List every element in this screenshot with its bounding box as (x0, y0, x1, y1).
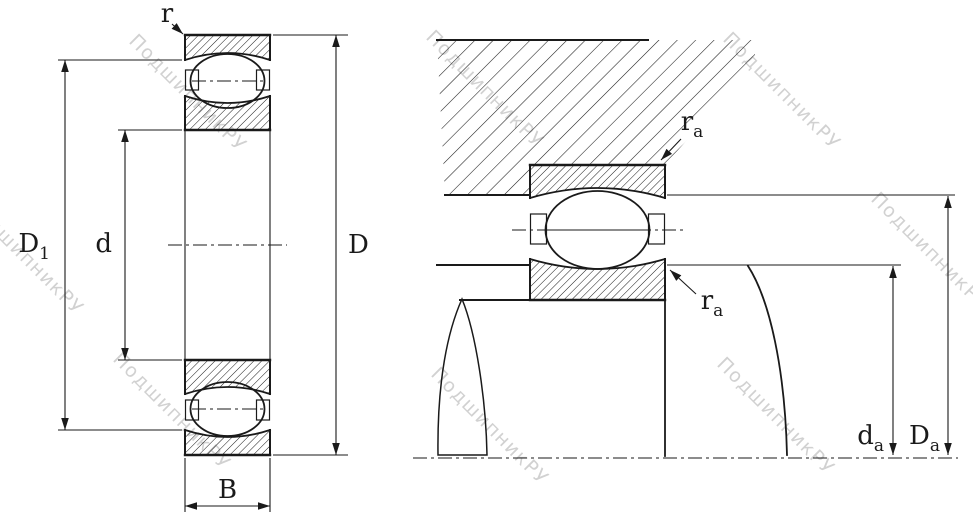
dimension-Da: Da (909, 196, 952, 456)
label-r: r (161, 0, 174, 29)
dimension-B: B (184, 458, 271, 512)
shaft-shoulder-broken-section (437, 297, 488, 456)
label-ra-top: ra (681, 107, 704, 142)
cage-section-right (647, 213, 666, 245)
barrel-roller-top (184, 53, 271, 109)
leader-ra-bottom (669, 269, 697, 295)
label-Da: Da (909, 421, 940, 456)
label-ra-bottom: ra (701, 286, 724, 321)
cage-section-right (255, 399, 271, 421)
label-D: D (348, 230, 369, 260)
inner-ring-bottom-section (183, 358, 272, 396)
fillet-ra-bottom: ra (669, 269, 724, 321)
outer-ring-hatch (185, 430, 270, 455)
outer-ring-hatch (185, 35, 270, 60)
inner-ring-hatch (185, 360, 270, 394)
dimension-d: d (95, 129, 182, 361)
label-B: B (218, 475, 237, 505)
inner-ring-section (528, 257, 667, 302)
outer-raceway-arc (183, 52, 272, 62)
watermark-text: ПодшипникРУ (426, 363, 553, 490)
inner-ring-hatch (530, 259, 665, 300)
barrel-roller-bottom (184, 381, 271, 437)
outer-ring-bottom-section (183, 428, 272, 457)
left-view-bearing-section: r D1 d D B (18, 0, 369, 512)
cage-section-left (184, 399, 200, 421)
fillet-ra-top: ra (660, 107, 704, 161)
outer-ring-top-section (183, 33, 272, 62)
outer-raceway-arc (183, 428, 272, 438)
cage-section-right (255, 69, 271, 91)
roller-body (189, 381, 266, 437)
inner-raceway-arc (183, 94, 272, 104)
watermark-text: ПодшипникРУ (866, 188, 973, 315)
label-da: da (857, 421, 884, 456)
watermark-text: ПодшипникРУ (712, 353, 839, 480)
roller-body (189, 53, 266, 109)
cage-section-left (529, 213, 548, 245)
shaft-section (413, 264, 958, 459)
outer-ring-section (528, 164, 667, 200)
leader-ra-top (660, 138, 682, 161)
housing-hatch (437, 40, 755, 195)
leader-r (171, 23, 184, 35)
dimension-da: da (857, 266, 897, 456)
dimension-r: r (161, 0, 184, 35)
inner-ring-top-section (183, 94, 272, 132)
dimension-D: D (273, 34, 369, 456)
inner-ring-hatch (185, 96, 270, 130)
cage-section-left (184, 69, 200, 91)
mounted-bearing-section (512, 164, 683, 302)
dimension-D1: D1 (18, 59, 182, 431)
label-D1: D1 (18, 229, 50, 264)
label-d: d (95, 229, 112, 259)
shaft-contour-curve (746, 264, 788, 456)
inner-raceway-arc (183, 386, 272, 396)
outer-raceway-arc (528, 187, 667, 200)
right-view-mounting-section: ra ra da Da (413, 39, 958, 459)
